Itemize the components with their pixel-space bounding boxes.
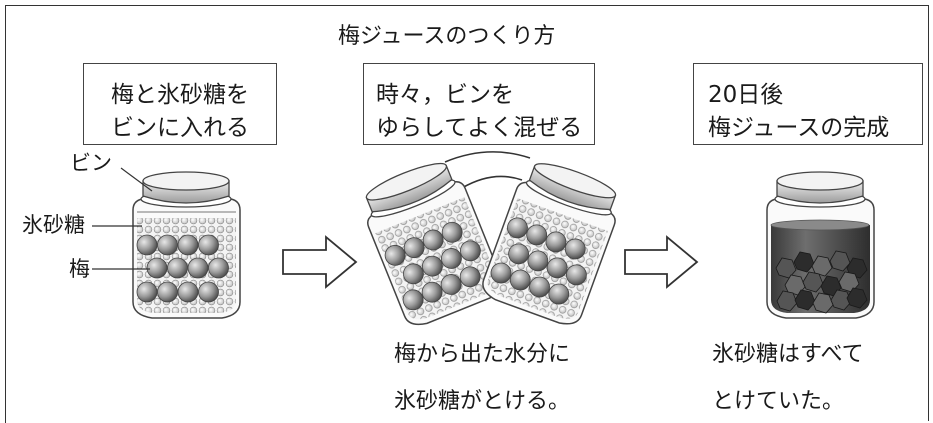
- ume-fruit: [177, 281, 199, 303]
- caption-right-line-2: とけていた。: [712, 389, 845, 414]
- label-koorizato: 氷砂糖: [22, 213, 85, 237]
- ume-fruit: [548, 283, 570, 305]
- caption-middle-line-2: 氷砂糖がとける。: [394, 389, 571, 414]
- tilted-jar-right: [482, 163, 617, 325]
- ume-fruit: [460, 240, 481, 262]
- ume-fruit: [441, 248, 462, 269]
- leader-line-bin: [120, 167, 153, 192]
- arrow-right-icon: [624, 235, 699, 289]
- label-bin: ビン: [70, 151, 112, 175]
- ume-fruit: [384, 244, 406, 266]
- shake-motion-line: [444, 151, 531, 163]
- diagram-title: 梅ジュースのつくり方: [338, 24, 556, 49]
- ume-fruit: [136, 281, 158, 303]
- shake-motion-line: [461, 175, 523, 189]
- ume-fruit: [509, 269, 531, 291]
- ume-fruit: [459, 266, 481, 288]
- ume-fruit: [167, 257, 188, 279]
- ume-fruit: [198, 281, 219, 303]
- step-3-line-1: 20日後: [708, 82, 784, 108]
- arrow-right-icon: [282, 235, 358, 289]
- ume-fruit: [507, 217, 528, 239]
- jar-finished-juice: [766, 171, 875, 319]
- ume-fruit: [421, 281, 443, 303]
- caption-middle-line-1: 梅から出た水分に: [394, 342, 571, 367]
- step-1-box: 梅と氷砂糖を ビンに入れる: [83, 63, 277, 145]
- step-3-line-2: 梅ジュースの完成: [708, 115, 890, 141]
- step-3-box: 20日後 梅ジュースの完成: [693, 63, 923, 145]
- ume-fruit: [187, 257, 209, 279]
- ume-fruit: [198, 234, 219, 256]
- ume-fruit: [775, 257, 797, 279]
- ume-fruit: [838, 271, 860, 293]
- ume-fruit: [422, 255, 443, 277]
- step-1-line-2: ビンに入れる: [111, 115, 249, 141]
- ume-fruit: [526, 224, 548, 246]
- ume-fruit: [422, 229, 444, 251]
- jar-with-ume-and-sugar: [132, 171, 241, 319]
- ume-fruit: [403, 263, 424, 285]
- ume-fruit: [508, 243, 530, 265]
- ume-fruit: [208, 257, 229, 279]
- ume-fruit: [490, 262, 512, 284]
- step-2-box: 時々，ビンを ゆらしてよく混ぜる: [363, 63, 595, 145]
- ume-fruit: [403, 237, 425, 259]
- ume-fruit: [157, 281, 178, 303]
- ume-fruit: [177, 234, 199, 256]
- ume-fruit: [157, 234, 178, 256]
- ume-fruit: [529, 276, 550, 298]
- ume-fruit: [402, 289, 424, 311]
- ume-fruit: [440, 274, 462, 295]
- caption-right-line-1: 氷砂糖はすべて: [712, 342, 864, 367]
- ume-fruit: [846, 287, 868, 309]
- ume-fruit: [441, 221, 463, 243]
- ume-fruit: [566, 264, 587, 286]
- label-ume: 梅: [69, 257, 90, 281]
- ume-fruit: [527, 250, 549, 272]
- step-2-line-2: ゆらしてよく混ぜる: [376, 115, 583, 141]
- step-1-line-1: 梅と氷砂糖を: [111, 82, 249, 108]
- ume-fruit: [136, 234, 158, 256]
- ume-fruit: [146, 257, 168, 279]
- ume-fruit: [564, 238, 586, 260]
- tilted-jar-left: [365, 162, 503, 326]
- ume-fruit: [546, 257, 568, 279]
- step-2-line-1: 時々，ビンを: [376, 82, 514, 108]
- ume-fruit: [545, 231, 567, 253]
